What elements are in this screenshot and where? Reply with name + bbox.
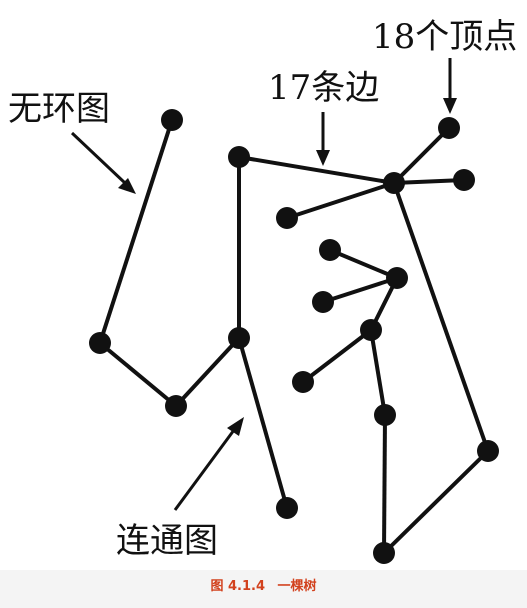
arrow-acyclic (70, 131, 127, 185)
tree-edge (369, 329, 387, 416)
tree-vertex (438, 117, 460, 139)
tree-vertex (319, 239, 341, 261)
arrow-connected (173, 429, 236, 511)
tree-edge (301, 328, 373, 384)
acyclic-annotation: 无环图 (8, 89, 110, 129)
tree-edge (329, 248, 398, 280)
tree-edge (322, 276, 398, 304)
arrow-acyclic-head (118, 178, 136, 194)
connected-annotation: 连通图 (116, 521, 218, 561)
tree-vertex (373, 542, 395, 564)
tree-vertex (383, 172, 405, 194)
tree-vertex (477, 440, 499, 462)
tree-edge (382, 449, 490, 555)
tree-edge (392, 182, 490, 452)
tree-edge (286, 181, 395, 220)
tree-vertex (374, 404, 396, 426)
tree-vertex (89, 332, 111, 354)
figure-caption: 图 4.1.4 一棵树 (0, 574, 527, 600)
arrow-connected-head (227, 417, 244, 436)
tree-edge (382, 414, 387, 554)
figure-number: 图 4.1.4 (210, 579, 265, 594)
tree-diagram: 18个顶点 17条边 无环图 连通图 (0, 0, 527, 570)
tree-vertex (228, 327, 250, 349)
arrow-edges-head (316, 150, 330, 166)
tree-edge (393, 178, 465, 185)
tree-vertex (453, 169, 475, 191)
arrow-vertices-head (443, 98, 457, 114)
tree-edge (237, 337, 289, 509)
tree-vertex (292, 371, 314, 393)
tree-vertices (89, 109, 499, 564)
tree-edge (238, 155, 395, 185)
tree-vertex (360, 319, 382, 341)
tree-edge (392, 126, 451, 185)
tree-vertex (161, 109, 183, 131)
figure-title: 一棵树 (277, 579, 317, 594)
edges-annotation: 17条边 (268, 68, 379, 108)
tree-vertex (276, 207, 298, 229)
tree-vertex (312, 291, 334, 313)
tree-vertex (386, 267, 408, 289)
tree-edge (98, 119, 174, 344)
tree-vertex (228, 146, 250, 168)
tree-edge (98, 341, 178, 408)
tree-edges (98, 119, 490, 555)
annotation-arrows (70, 58, 457, 511)
tree-vertex (165, 395, 187, 417)
vertices-annotation: 18个顶点 (372, 17, 517, 57)
tree-vertex (276, 497, 298, 519)
tree-edge (174, 336, 241, 408)
